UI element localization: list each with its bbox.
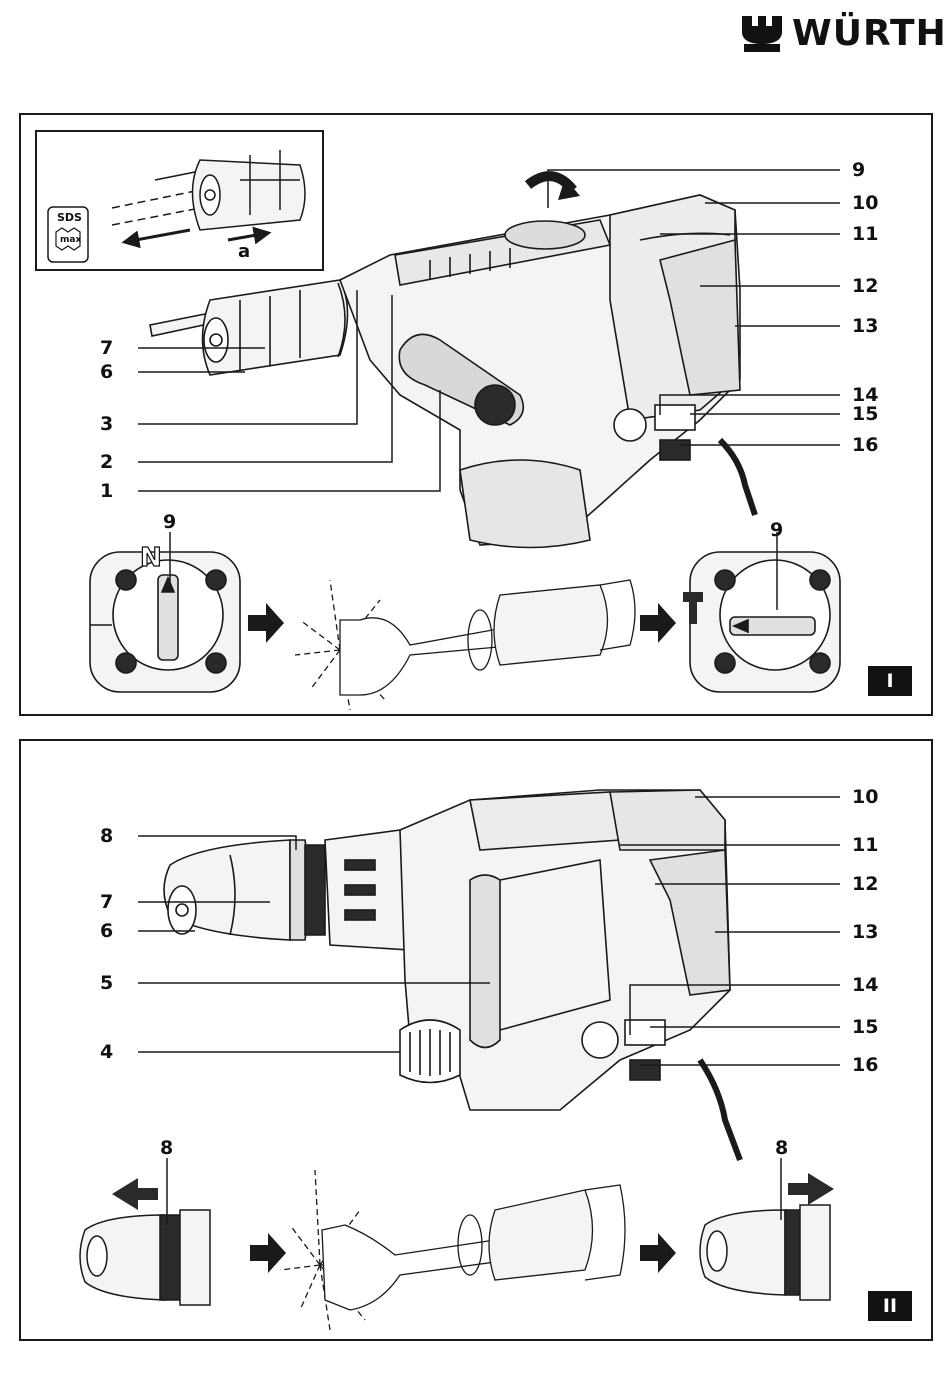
callout-14: 14 — [852, 385, 878, 405]
callout-16b: 16 — [852, 1055, 878, 1075]
callout-6: 6 — [100, 362, 113, 382]
callout-8: 8 — [100, 826, 113, 846]
sds-label: SDS — [57, 211, 82, 224]
push-arrow-icon — [788, 1173, 834, 1205]
selector-mark-n: N — [140, 548, 162, 568]
callout-13: 13 — [852, 316, 878, 336]
callout-7b: 7 — [100, 892, 113, 912]
callout-6b: 6 — [100, 921, 113, 941]
callout-12: 12 — [852, 276, 878, 296]
callout-1: 1 — [100, 481, 113, 501]
callout-2: 2 — [100, 452, 113, 472]
callout-3: 3 — [100, 414, 113, 434]
callout-13b: 13 — [852, 922, 878, 942]
max-label: max — [60, 235, 81, 245]
step-arrow-icon — [250, 1233, 286, 1273]
panel-tag-1: I — [868, 666, 912, 696]
chuck-right-label: 8 — [775, 1138, 788, 1158]
chuck-unlock-step — [80, 1210, 210, 1305]
step-arrow-icon — [640, 1233, 676, 1273]
mode-selector-hammer — [690, 552, 840, 692]
chisel-rotation-step-2 — [280, 1170, 625, 1330]
callout-5: 5 — [100, 973, 113, 993]
callout-11: 11 — [852, 224, 878, 244]
callout-14b: 14 — [852, 975, 878, 995]
callout-9: 9 — [852, 160, 865, 180]
step-arrow-icon — [248, 603, 284, 643]
callout-15: 15 — [852, 404, 878, 424]
callout-12b: 12 — [852, 874, 878, 894]
panel-tag-2: II — [868, 1291, 912, 1321]
step-arrow-icon — [640, 603, 676, 643]
callout-15b: 15 — [852, 1017, 878, 1037]
callout-11b: 11 — [852, 835, 878, 855]
callout-10b: 10 — [852, 787, 878, 807]
chuck-lock-step — [700, 1205, 830, 1300]
chisel-rotation-step — [295, 580, 635, 710]
pull-arrow-icon — [112, 1178, 158, 1210]
arrow-label-a: a — [238, 241, 250, 262]
selector-right-label: 9 — [770, 520, 783, 540]
callout-16: 16 — [852, 435, 878, 455]
selector-left-label: 9 — [163, 512, 176, 532]
mode-selector-chisel-only — [90, 552, 240, 692]
callout-7: 7 — [100, 338, 113, 358]
callout-4: 4 — [100, 1042, 113, 1062]
callout-10: 10 — [852, 193, 878, 213]
chuck-left-label: 8 — [160, 1138, 173, 1158]
